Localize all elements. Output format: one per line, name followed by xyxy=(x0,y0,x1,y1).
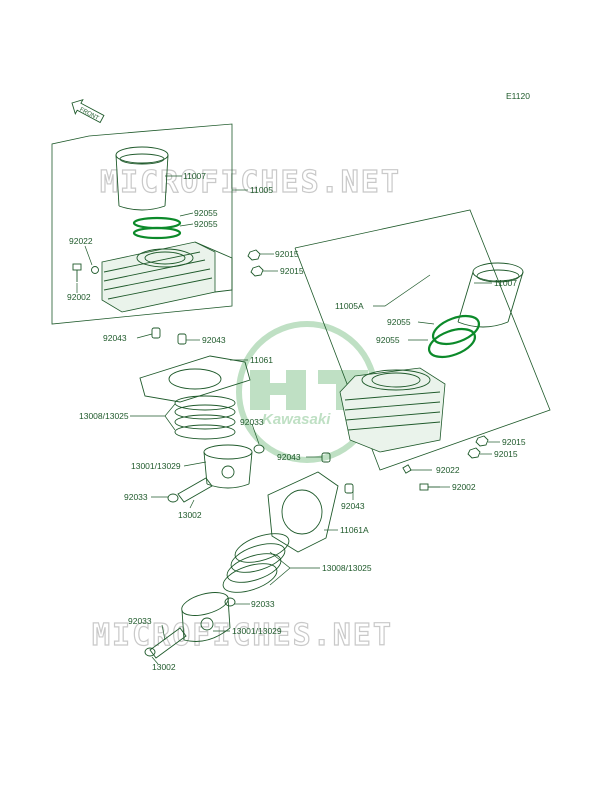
rear-nut-92015-a xyxy=(475,435,489,447)
front-cylinder-frame xyxy=(51,123,233,325)
rear-washer-92022 xyxy=(402,464,412,474)
watermark-top: MICROFICHES.NET xyxy=(100,165,401,200)
rear-piston-rings xyxy=(222,533,290,593)
label-92033-front-1: 92033 xyxy=(240,417,264,427)
label-13001-rear: 13001/13029 xyxy=(232,626,282,636)
front-piston-pin xyxy=(177,477,213,503)
front-piston-rings xyxy=(174,395,236,440)
rear-ring-1 xyxy=(431,314,481,346)
label-92015-rear-1: 92015 xyxy=(502,437,526,447)
rear-dowel-1 xyxy=(321,452,331,463)
rear-nut-92015-b xyxy=(467,447,481,459)
rear-circlip-2 xyxy=(144,647,156,657)
label-92022-rear: 92022 xyxy=(436,465,460,475)
rear-cylinder-liner xyxy=(457,262,524,328)
front-base-gasket xyxy=(139,355,251,403)
label-92015-rear-2: 92015 xyxy=(494,449,518,459)
diagram-code: E1120 xyxy=(506,91,530,101)
front-ring-2 xyxy=(132,226,182,240)
label-13002-front: 13002 xyxy=(178,510,202,520)
front-nut-92015-b xyxy=(250,265,264,277)
leader-lines xyxy=(76,175,500,665)
label-92055-rear-2: 92055 xyxy=(376,335,400,345)
label-11005a: 11005A xyxy=(335,301,364,311)
front-cylinder-block xyxy=(101,241,233,313)
label-11005: 11005 xyxy=(250,185,273,195)
front-washer-92022 xyxy=(91,266,99,274)
front-dowel-1 xyxy=(151,327,161,339)
label-13001-front: 13001/13029 xyxy=(131,461,181,471)
label-92002-rear: 92002 xyxy=(452,482,476,492)
front-ring-1 xyxy=(132,216,182,230)
label-92055-front-1: 92055 xyxy=(194,208,218,218)
label-92002-front: 92002 xyxy=(67,292,91,302)
front-circlip-1 xyxy=(167,493,179,503)
label-92043-rear-1: 92043 xyxy=(277,452,301,462)
front-bolt-92002 xyxy=(72,263,82,282)
label-13008-front: 13008/13025 xyxy=(79,411,129,421)
rear-cylinder-block xyxy=(339,367,446,453)
part-labels: 11007 11005 92055 92055 92022 92002 9201… xyxy=(67,171,526,672)
label-92055-front-2: 92055 xyxy=(194,219,218,229)
label-92043-front-2: 92043 xyxy=(202,335,226,345)
rear-base-gasket xyxy=(267,471,339,553)
rear-piston-pin xyxy=(149,627,187,659)
front-arrow-icon: FRONT xyxy=(71,98,105,124)
front-piston xyxy=(203,444,253,489)
label-92022-front: 92022 xyxy=(69,236,93,246)
label-92015-front-2: 92015 xyxy=(280,266,304,276)
label-92043-rear-2: 92043 xyxy=(341,501,365,511)
front-cylinder-liner xyxy=(115,146,169,211)
front-dowel-2 xyxy=(177,333,187,345)
label-13008-rear: 13008/13025 xyxy=(322,563,372,573)
rear-ring-2 xyxy=(427,327,477,359)
front-circlip-2 xyxy=(253,444,265,454)
label-11061: 11061 xyxy=(250,355,273,365)
rear-dowel-2 xyxy=(344,483,354,494)
label-92055-rear-1: 92055 xyxy=(387,317,411,327)
label-92015-front-1: 92015 xyxy=(275,249,299,259)
label-92033-rear-1: 92033 xyxy=(251,599,275,609)
label-13002-rear: 13002 xyxy=(152,662,176,672)
label-92033-rear-2: 92033 xyxy=(128,616,152,626)
rear-bolt-92002 xyxy=(419,483,440,491)
label-11007-rear: 11007 xyxy=(494,278,517,288)
front-nut-92015-a xyxy=(247,249,261,261)
watermark-bottom: MICROFICHES.NET xyxy=(92,618,393,653)
label-11007-front: 11007 xyxy=(183,171,206,181)
logo-text: Kawasaki xyxy=(262,411,331,428)
rear-circlip-1 xyxy=(224,597,236,607)
label-11061a: 11061A xyxy=(340,525,369,535)
label-92033-front-2: 92033 xyxy=(124,492,148,502)
rear-piston xyxy=(181,592,231,642)
label-92043-front-1: 92043 xyxy=(103,333,127,343)
